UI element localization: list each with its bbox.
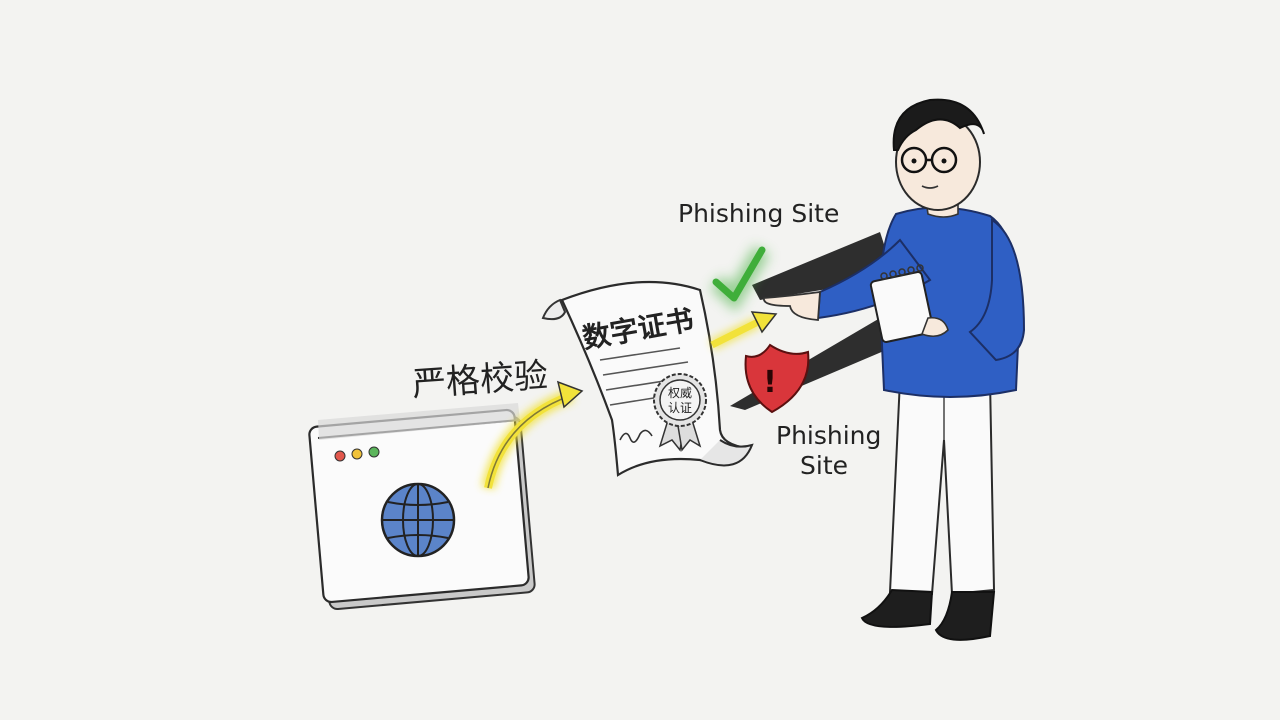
seal-text-line2: 认证 xyxy=(668,401,692,415)
strict-verify-label: 严格校验 xyxy=(411,356,549,405)
seal-ribbon-icon: 权威 认证 xyxy=(653,373,707,452)
certificate-scroll-icon: 数字证书 权威 认证 xyxy=(541,280,754,477)
arrow-to-certificate xyxy=(481,380,584,490)
browser-dot-red xyxy=(334,450,346,462)
bottom-phishing-label-line1: Phishing xyxy=(776,421,881,450)
person-with-notepad-icon xyxy=(763,98,1026,641)
top-phishing-label: Phishing Site xyxy=(678,199,839,228)
arrow-to-person xyxy=(709,311,778,351)
globe-icon xyxy=(380,482,456,558)
browser-dot-green xyxy=(368,446,380,458)
bottom-phishing-label-line2: Site xyxy=(800,451,848,480)
notepad-icon xyxy=(869,264,949,343)
browser-dot-yellow xyxy=(351,448,363,460)
browser-window-icon xyxy=(308,403,536,610)
check-mark-icon xyxy=(710,245,770,313)
warning-shield-icon: ! xyxy=(744,343,810,414)
seal-text-line1: 权威 xyxy=(668,386,692,400)
shield-mark: ! xyxy=(763,365,777,400)
